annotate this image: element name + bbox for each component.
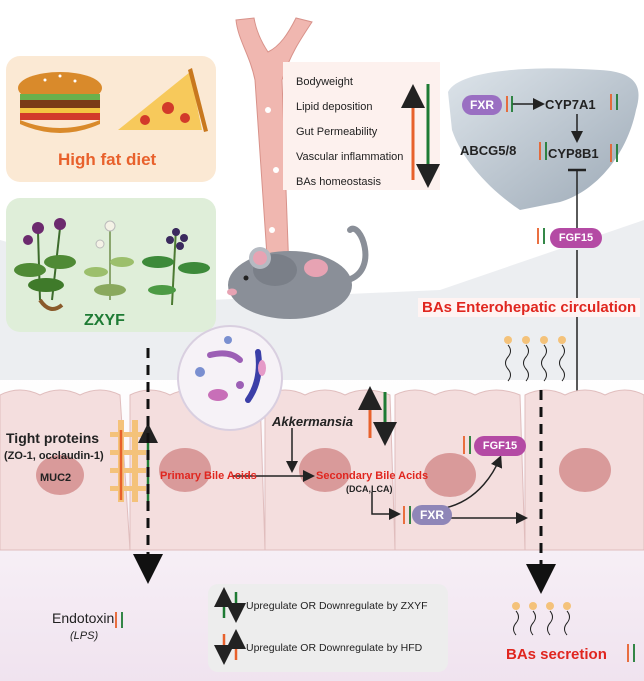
legend-zxyf-label: Upregulate OR Downregulate by ZXYF <box>246 600 428 612</box>
herb-panel <box>6 198 216 332</box>
herb-plant-icon <box>14 218 76 311</box>
herb-label: ZXYF <box>84 312 125 329</box>
primary-bile-acids-label: Primary Bile Acids <box>160 470 257 482</box>
tight-proteins-sub: (ZO-1, occlaudin-1) <box>4 450 104 462</box>
cyp8b1-label: CYP8B1 <box>548 146 599 161</box>
effect-inflammation: Vascular inflammation <box>296 151 404 163</box>
bile-acid-molecules-bottom <box>512 602 571 636</box>
effect-bodyweight: Bodyweight <box>296 76 353 88</box>
pizza-icon <box>118 68 208 132</box>
endotoxin-label: Endotoxin <box>52 610 115 626</box>
fxr-to-fgf15-arrow <box>444 455 503 509</box>
bile-acid-molecules-top <box>504 336 566 382</box>
small-arrows <box>115 94 635 662</box>
burger-icon <box>18 72 102 133</box>
blood-vessel-icon <box>235 17 313 301</box>
secondary-bile-acids-label: Secondary Bile Acids <box>316 470 429 482</box>
legend-box <box>208 584 448 672</box>
intestine-fxr-pill: FXR <box>412 505 452 525</box>
cyp7a1-label: CYP7A1 <box>545 97 596 112</box>
abcg-label: ABCG5/8 <box>460 143 517 158</box>
akkermansia-label: Akkermansia <box>272 414 353 429</box>
herb-flower-icon <box>84 220 134 300</box>
effect-bas-homeostasis: BAs homeostasis <box>296 176 381 188</box>
effect-permeability: Gut Permeability <box>296 126 378 138</box>
bas-secretion-label: BAs secretion <box>506 646 607 663</box>
secondary-to-fxr-arrow <box>371 492 401 520</box>
effect-lipid: Lipid deposition <box>296 101 373 113</box>
herb-berry-icon <box>142 227 210 306</box>
muc2-label: MUC2 <box>40 472 72 484</box>
hfd-label: High fat diet <box>58 150 157 169</box>
liver-fgf15-pill: FGF15 <box>550 228 602 248</box>
circulation-label: BAs Enterohepatic circulation <box>418 298 641 317</box>
microbiome-circle <box>177 325 283 431</box>
endotoxin-sub: (LPS) <box>70 630 99 642</box>
intestine-fgf15-pill: FGF15 <box>474 436 526 456</box>
tight-proteins-label: Tight proteins <box>6 430 100 446</box>
legend-hfd-label: Upregulate OR Downregulate by HFD <box>246 642 423 654</box>
liver-fxr-pill: FXR <box>462 95 502 115</box>
mouse-icon <box>227 225 369 319</box>
secondary-bile-acids-sub: (DCA,LCA) <box>346 484 393 494</box>
